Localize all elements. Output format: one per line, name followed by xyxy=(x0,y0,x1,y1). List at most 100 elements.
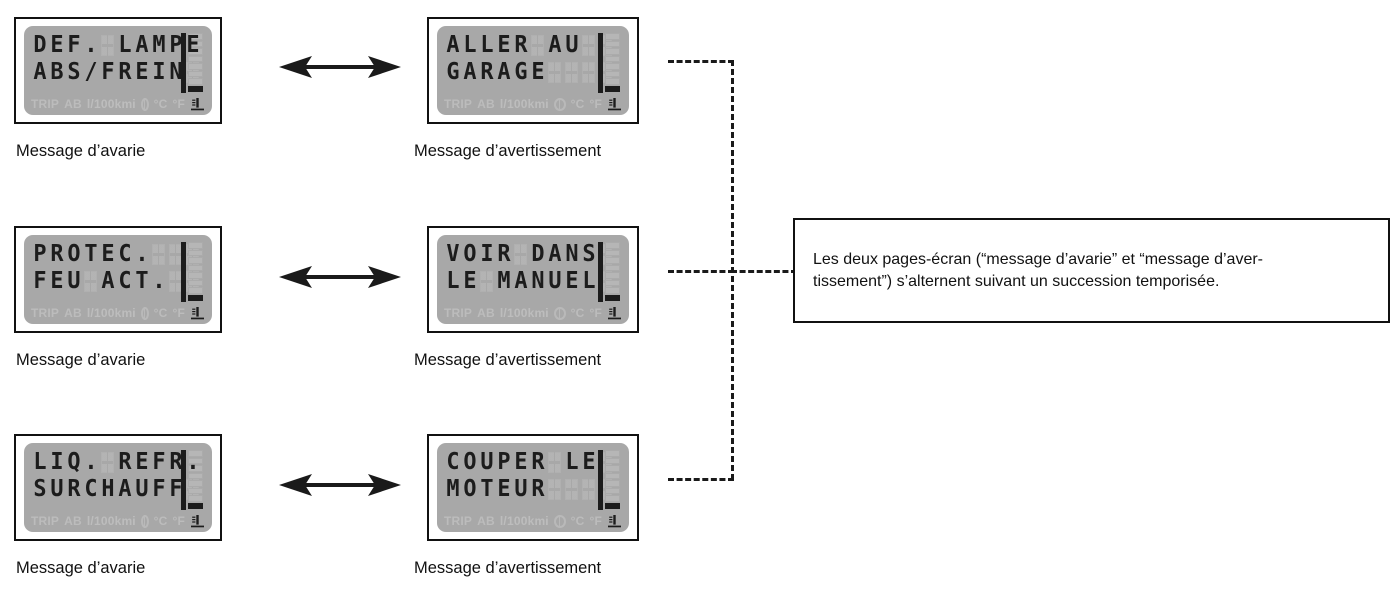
lcd-glyph: F xyxy=(151,476,166,502)
lcd-char-cell: P xyxy=(31,241,48,268)
lcd-glyph: E xyxy=(100,241,115,267)
status-ab: AB xyxy=(477,514,495,528)
gauge-segment xyxy=(605,264,620,271)
gauge-segment xyxy=(605,450,620,457)
gauge-segment xyxy=(605,495,620,502)
gauge-needle xyxy=(598,242,603,302)
caption-fault-3: Message d’avarie xyxy=(16,559,146,577)
gauge-segment xyxy=(188,480,203,487)
lcd-glyph: U xyxy=(513,476,528,502)
lcd-glyph: E xyxy=(581,449,596,475)
caption-warning-1: Message d’avertissement xyxy=(414,142,602,160)
lcd-glyph: R xyxy=(479,59,494,85)
gauge-segment xyxy=(605,287,620,294)
lcd-char-cell: R xyxy=(512,32,529,59)
lcd-ghost-cell xyxy=(512,241,529,268)
gauge-segment xyxy=(188,264,203,271)
lcd-char-cell: O xyxy=(461,476,478,503)
lcd-char-cell: R xyxy=(529,476,546,503)
status-celsius: °C xyxy=(570,97,585,111)
fuel-level-bargraph xyxy=(181,242,203,302)
lcd-glyph: F xyxy=(32,268,47,294)
lcd-char-cell: . xyxy=(150,268,167,295)
lcd-glyph: O xyxy=(66,241,81,267)
lcd-glyph: R xyxy=(117,449,132,475)
lcd-glyph: R xyxy=(530,476,545,502)
lcd-glyph: L xyxy=(479,32,494,58)
lcd-glyph: R xyxy=(513,32,528,58)
lcd-char-cell: L xyxy=(116,32,133,59)
lcd-ghost-cell xyxy=(167,241,184,268)
lcd-glyph: R xyxy=(496,241,511,267)
lcd-glyph: L xyxy=(117,32,132,58)
lcd-char-cell: U xyxy=(563,32,580,59)
lcd-char-cell: R xyxy=(48,241,65,268)
lcd-glyph: L xyxy=(462,32,477,58)
lcd-char-cell: U xyxy=(512,476,529,503)
gauge-segment xyxy=(605,272,620,279)
fuel-level-bargraph xyxy=(181,33,203,93)
lcd-glyph: A xyxy=(547,241,562,267)
gauge-segment xyxy=(605,502,620,509)
crossed-circle-icon xyxy=(553,97,566,111)
status-consumption: l/100kmi xyxy=(499,514,549,528)
lcd-glyph: N xyxy=(530,268,545,294)
status-ab: AB xyxy=(477,306,495,320)
lcd-char-cell: C xyxy=(82,476,99,503)
status-consumption: l/100kmi xyxy=(499,97,549,111)
lcd-char-cell: T xyxy=(82,241,99,268)
lcd-char-cell: D xyxy=(529,241,546,268)
crossed-circle-icon xyxy=(553,306,566,320)
lcd-char-cell: A xyxy=(116,476,133,503)
gauge-segment xyxy=(605,457,620,464)
gauge-segment xyxy=(188,450,203,457)
lcd-char-cell: A xyxy=(99,268,116,295)
lcd-ghost-cell xyxy=(529,32,546,59)
gauge-segment xyxy=(188,55,203,62)
lcd-char-cell: L xyxy=(478,32,495,59)
lcd-status-bar: TRIP AB l/100kmi °C °F xyxy=(444,96,622,112)
gauge-segment xyxy=(188,294,203,301)
gauge-scale xyxy=(188,33,203,93)
gauge-segment xyxy=(605,242,620,249)
lcd-char-cell: C xyxy=(116,268,133,295)
lcd-glyph: F xyxy=(66,32,81,58)
lcd-char-cell: A xyxy=(444,32,461,59)
gauge-needle xyxy=(598,450,603,510)
status-celsius: °C xyxy=(153,306,168,320)
lcd-glyph: I xyxy=(479,241,494,267)
lcd-glyph: N xyxy=(564,241,579,267)
lcd-ghost-cell xyxy=(580,476,597,503)
lcd-char-cell: N xyxy=(167,59,184,86)
lcd-char-cell: S xyxy=(31,476,48,503)
lcd-glyph: T xyxy=(479,476,494,502)
gauge-segment xyxy=(188,279,203,286)
lcd-ghost-cell xyxy=(167,268,184,295)
status-trip: TRIP xyxy=(31,306,60,320)
lcd-glyph: V xyxy=(445,241,460,267)
gauge-segment xyxy=(605,279,620,286)
note-box: Les deux pages-écran (“message d’avarie”… xyxy=(793,218,1390,323)
lcd-char-cell: A xyxy=(546,32,563,59)
lcd-char-cell: A xyxy=(546,241,563,268)
lcd-glyph: E xyxy=(49,32,64,58)
lcd-glyph: O xyxy=(462,476,477,502)
lcd-glyph: . xyxy=(83,32,98,58)
lcd-char-cell: C xyxy=(444,449,461,476)
lcd-char-cell: I xyxy=(48,449,65,476)
gauge-segment xyxy=(605,78,620,85)
status-ab: AB xyxy=(477,97,495,111)
lcd-glyph: B xyxy=(49,59,64,85)
double-headed-arrow-icon-3 xyxy=(278,470,402,505)
